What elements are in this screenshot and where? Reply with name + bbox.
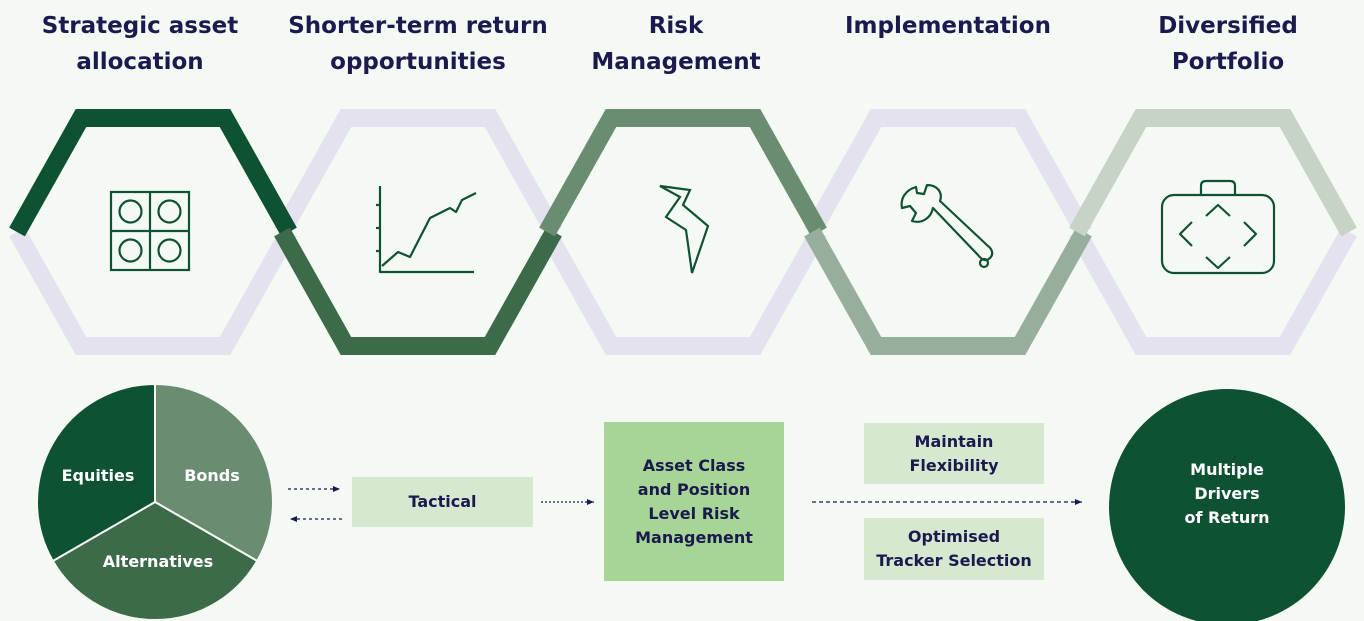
- outcome-circle: [1109, 389, 1345, 621]
- optimised-tracker-selection-box: Optimised Tracker Selection: [864, 518, 1044, 580]
- pie-label-equities: Equities: [61, 466, 135, 485]
- stage-title-shorter-term-return: Shorter-term return opportunities: [288, 13, 548, 75]
- hex-chain-flow: [9, 109, 1357, 355]
- briefcase-icon: [1160, 179, 1276, 275]
- stage-title-implementation: Implementation: [845, 13, 1051, 39]
- pie-label-alternatives: Alternatives: [102, 552, 214, 571]
- risk-management-box: Asset Class and Position Level Risk Mana…: [604, 422, 784, 581]
- maintain-flexibility-box: Maintain Flexibility: [864, 423, 1044, 484]
- hex-1-top-half: [9, 109, 297, 237]
- hex-4-top-half: [804, 109, 1092, 237]
- outcome-label: Multiple Drivers of Return: [1184, 460, 1270, 527]
- tactical-box: Tactical: [352, 477, 533, 527]
- pie-slice-bonds: [154, 382, 274, 563]
- hex-3-top-half: [539, 109, 827, 237]
- hex-chain-background: [9, 109, 1357, 355]
- hex-4-bottom-half: [804, 227, 1092, 355]
- grid-circles-icon: [109, 190, 191, 272]
- stage-title-diversified-portfolio: Diversified Portfolio: [1158, 13, 1298, 75]
- stage-title-risk-management: Risk Management: [591, 13, 761, 75]
- hex-5-top-half: [1069, 109, 1357, 237]
- hex-5-bottom-half: [1069, 227, 1357, 355]
- hex-3-bottom-half: [539, 227, 827, 355]
- hex-2-top-half: [274, 109, 562, 237]
- line-chart-icon: [376, 186, 477, 274]
- hex-1-bottom-half: [9, 227, 297, 355]
- allocation-pie: [35, 382, 274, 621]
- lightning-icon: [659, 184, 710, 274]
- stage-title-strategic-asset-allocation: Strategic asset allocation: [41, 13, 239, 75]
- pie-slice-equities: [35, 382, 156, 563]
- hex-2-bottom-half: [274, 227, 562, 355]
- pie-slice-alternatives: [51, 500, 259, 621]
- wrench-icon: [900, 183, 994, 269]
- pie-label-bonds: Bonds: [184, 466, 240, 485]
